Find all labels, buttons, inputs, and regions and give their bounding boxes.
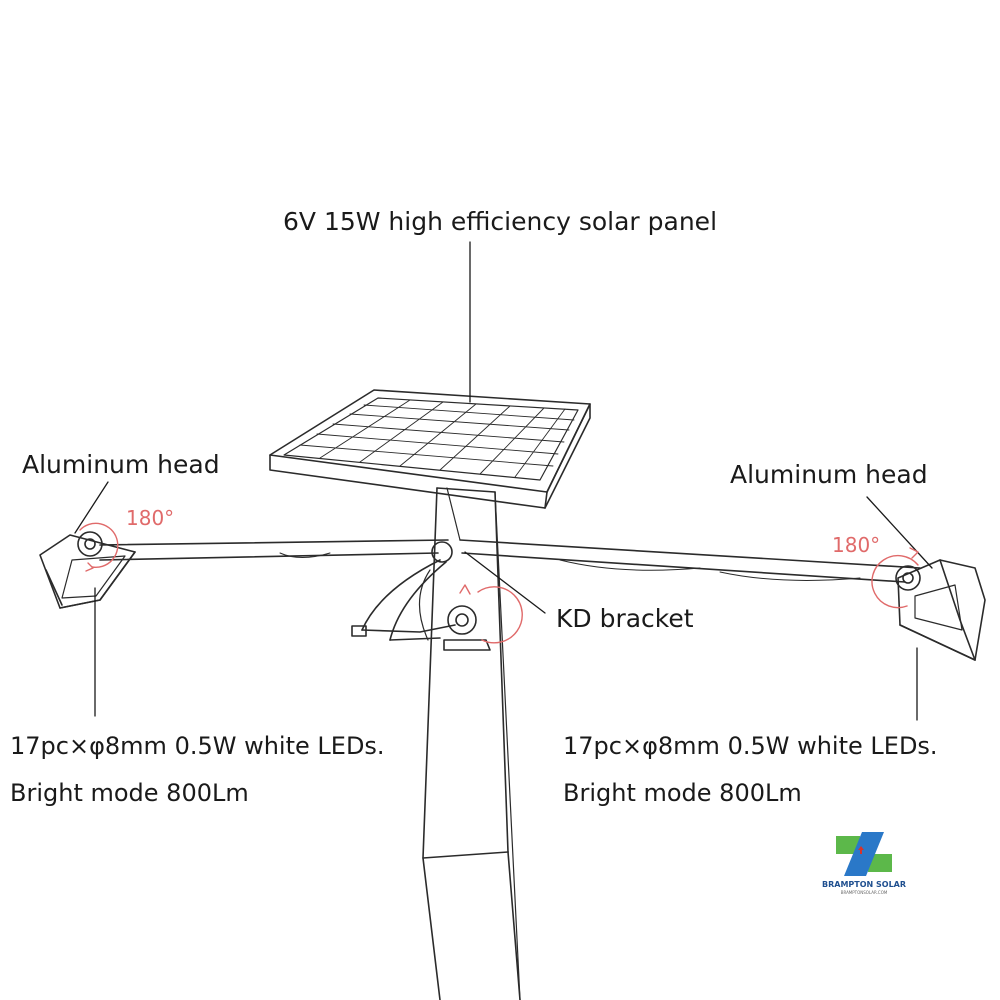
led-spec-right-line1: 17pc×φ8mm 0.5W white LEDs. — [563, 732, 938, 760]
rotation-right-label: 180° — [832, 533, 881, 557]
pole — [422, 487, 521, 1000]
led-spec-left-line1: 17pc×φ8mm 0.5W white LEDs. — [10, 732, 385, 760]
left-light-head — [39, 531, 136, 609]
aluminum-head-left-label: Aluminum head — [22, 450, 220, 479]
aluminum-head-right-label: Aluminum head — [730, 460, 928, 489]
led-spec-left-line2: Bright mode 800Lm — [10, 779, 249, 807]
solar-panel-label: 6V 15W high efficiency solar panel — [283, 207, 718, 236]
logo-subtitle: BRAMPTONSOLAR.COM — [840, 890, 888, 895]
led-spec-right-line2: Bright mode 800Lm — [563, 779, 802, 807]
leader-lines — [74, 241, 933, 721]
kd-bracket-label: KD bracket — [556, 604, 694, 633]
right-light-head — [895, 559, 986, 661]
light-arms — [99, 539, 921, 583]
solar-panel — [269, 389, 591, 509]
brampton-solar-logo: BRAMPTON SOLAR BRAMPTONSOLAR.COM — [822, 828, 906, 900]
rotation-left-label: 180° — [126, 506, 175, 530]
kd-bracket — [351, 541, 491, 651]
logo-name: BRAMPTON SOLAR — [822, 880, 907, 889]
rotation-arcs — [79, 522, 919, 644]
logo-mark-icon — [836, 832, 892, 876]
